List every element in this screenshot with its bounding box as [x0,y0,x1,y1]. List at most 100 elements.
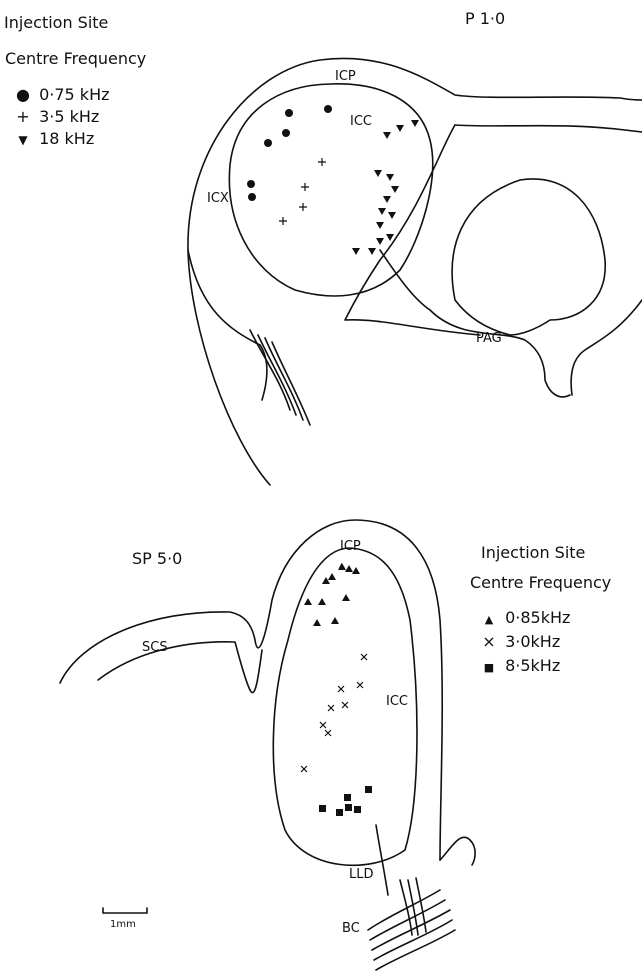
marker-square [336,809,343,816]
top-plus-markers [279,158,326,225]
marker-plus [299,203,307,211]
top-fibres-4 [272,342,310,425]
top-legend-label: 0·75 kHz [39,85,109,104]
marker-square [319,805,326,812]
marker-cross [325,730,331,736]
marker-cross [301,766,307,772]
square-icon: ■ [478,659,500,677]
marker-triangle-up [338,563,346,570]
top-aqueduct-left [430,310,570,397]
top-inner-band [455,125,642,132]
marker-cross [357,682,363,688]
top-legend-title-1: Injection Site [4,14,108,32]
marker-dot [282,129,290,137]
marker-plus [279,217,287,225]
marker-square [354,806,361,813]
region-icp-bottom: ICP [340,538,361,556]
bottom-section-label: SP 5·0 [132,550,182,568]
region-lld: LLD [349,866,374,884]
bottom-cross-markers [301,654,367,772]
marker-triangle-up [322,577,330,584]
top-legend-label: 18 kHz [39,129,94,148]
marker-triangle [378,208,386,215]
marker-triangle [374,170,382,177]
plus-icon: + [12,108,34,126]
marker-triangle-up [318,598,326,605]
marker-triangle [391,186,399,193]
top-fibres-3 [265,338,303,420]
marker-cross [338,686,344,692]
bottom-bc-fibre-4 [374,920,452,960]
marker-dot [247,180,255,188]
marker-plus [318,158,326,166]
marker-triangle-up [352,567,360,574]
top-fibres-1 [250,330,290,410]
top-legend-item: ● 0·75 kHz [12,86,110,104]
marker-triangle [352,248,360,255]
marker-triangle [383,196,391,203]
bottom-scs-outer [60,520,442,860]
bottom-legend-label: 0·85kHz [505,608,570,627]
bottom-legend-item: ▲ 0·85kHz [478,609,570,629]
bottom-legend-label: 3·0kHz [505,632,560,651]
region-scs: SCS [142,639,168,657]
bottom-legend-item: × 3·0kHz [478,633,560,651]
scale-bar-label: 1mm [110,916,136,934]
marker-triangle [386,234,394,241]
top-aqueduct-right [571,300,642,395]
bottom-lateral-edge [250,650,262,693]
marker-triangle [396,125,404,132]
bottom-legend-title-2: Centre Frequency [470,574,611,592]
top-right-edge [345,125,480,335]
cross-icon: × [478,633,500,651]
top-legend-item: + 3·5 kHz [12,108,99,126]
region-icx: ICX [207,190,229,208]
bottom-legend-title-1: Injection Site [481,544,585,562]
region-icp-top: ICP [335,68,356,86]
marker-triangle [388,212,396,219]
dot-icon: ● [12,86,34,104]
marker-cross [342,702,348,708]
region-icc-bottom: ICC [386,693,408,711]
marker-cross [328,705,334,711]
bottom-bc-fibre-5 [376,930,455,970]
marker-triangle [376,222,384,229]
top-legend-label: 3·5 kHz [39,107,99,126]
bottom-legend-item: ■ 8·5kHz [478,657,560,677]
marker-dot [324,105,332,113]
bottom-hook [440,837,475,865]
top-pag-outline [452,179,605,335]
marker-dot [285,109,293,117]
scale-bar-line [103,908,147,913]
top-section-label: P 1·0 [465,10,505,28]
top-fibres-2 [258,335,296,415]
triangle-up-icon: ▲ [478,611,500,629]
bottom-bc-fibre-3 [372,910,450,950]
marker-triangle [383,132,391,139]
triangle-down-icon: ▼ [12,131,34,149]
top-markers [247,105,419,255]
marker-triangle-up [313,619,321,626]
top-legend-item: ▼ 18 kHz [12,130,94,149]
marker-square [344,794,351,801]
bottom-scs-inner [98,642,250,690]
marker-cross [361,654,367,660]
bottom-legend-label: 8·5kHz [505,656,560,675]
region-pag: PAG [476,330,502,348]
region-icc-top: ICC [350,113,372,131]
marker-triangle-up [342,594,350,601]
marker-triangle-up [328,573,336,580]
marker-triangle [368,248,376,255]
top-icc-boundary [229,84,432,296]
top-lower-curve [188,250,267,400]
region-bc: BC [342,920,360,938]
marker-triangle-up [304,598,312,605]
marker-square [345,804,352,811]
marker-triangle-up [331,617,339,624]
marker-plus [301,183,309,191]
marker-square [365,786,372,793]
marker-triangle [386,174,394,181]
top-legend-title-2: Centre Frequency [5,50,146,68]
bottom-bc-fibre-2 [370,900,445,940]
